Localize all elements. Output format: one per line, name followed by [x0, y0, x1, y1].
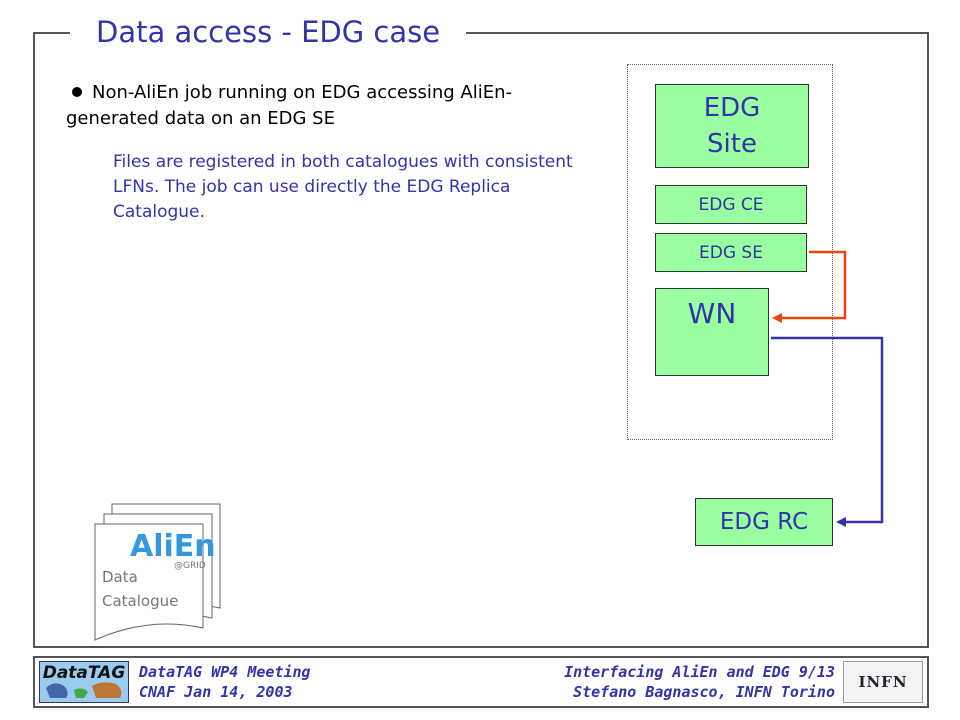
data-catalogue-icon: AliEn @GRID Data Catalogue: [94, 503, 221, 641]
datatag-logo-text: DataTAG: [42, 663, 126, 683]
infn-logo: INFN: [843, 661, 923, 703]
slide-frame: [33, 32, 929, 648]
datatag-logo: DataTAG: [39, 661, 129, 703]
footer-author: Stefano Bagnasco, INFN Torino: [573, 683, 835, 701]
bullet-dot-icon: [72, 87, 82, 97]
alien-logo-text: AliEn: [130, 529, 216, 564]
footer-bar: DataTAG DataTAG WP4 Meeting CNAF Jan 14,…: [33, 656, 929, 708]
world-map-icon: [46, 682, 122, 698]
edg-ce-box: EDG CE: [655, 185, 807, 224]
alien-logo-sub: @GRID: [174, 561, 206, 571]
footer-meeting: DataTAG WP4 Meeting: [139, 663, 311, 681]
catalogue-label-1: Data: [102, 568, 138, 586]
arrow-wn-to-rc: [771, 336, 884, 527]
footer-left: DataTAG WP4 Meeting CNAF Jan 14, 2003: [139, 662, 311, 702]
sub-text: Files are registered in both catalogues …: [113, 152, 573, 222]
bullet-item: Non-AliEn job running on EDG accessing A…: [66, 80, 586, 132]
bullet-text: Non-AliEn job running on EDG accessing A…: [66, 82, 512, 129]
edg-ce-label: EDG CE: [698, 194, 764, 215]
footer-date: CNAF Jan 14, 2003: [139, 683, 293, 701]
arrow-se-to-wn: [772, 250, 847, 323]
footer-talk-title: Interfacing AliEn and EDG 9/13: [564, 663, 835, 681]
wn-label: WN: [687, 297, 737, 330]
edg-site-label-1: EDG: [703, 93, 761, 123]
catalogue-label-2: Catalogue: [102, 592, 178, 610]
edg-se-box: EDG SE: [655, 233, 807, 272]
wn-box: WN: [655, 288, 769, 376]
slide-title: Data access - EDG case: [70, 12, 467, 52]
edg-site-label-2: Site: [707, 129, 757, 159]
infn-logo-text: INFN: [858, 673, 908, 691]
footer-right: Interfacing AliEn and EDG 9/13 Stefano B…: [564, 662, 835, 702]
edg-se-label: EDG SE: [699, 242, 763, 263]
edg-rc-box: EDG RC: [695, 498, 833, 546]
edg-site-box: EDG Site: [655, 84, 809, 168]
edg-rc-label: EDG RC: [719, 509, 809, 535]
